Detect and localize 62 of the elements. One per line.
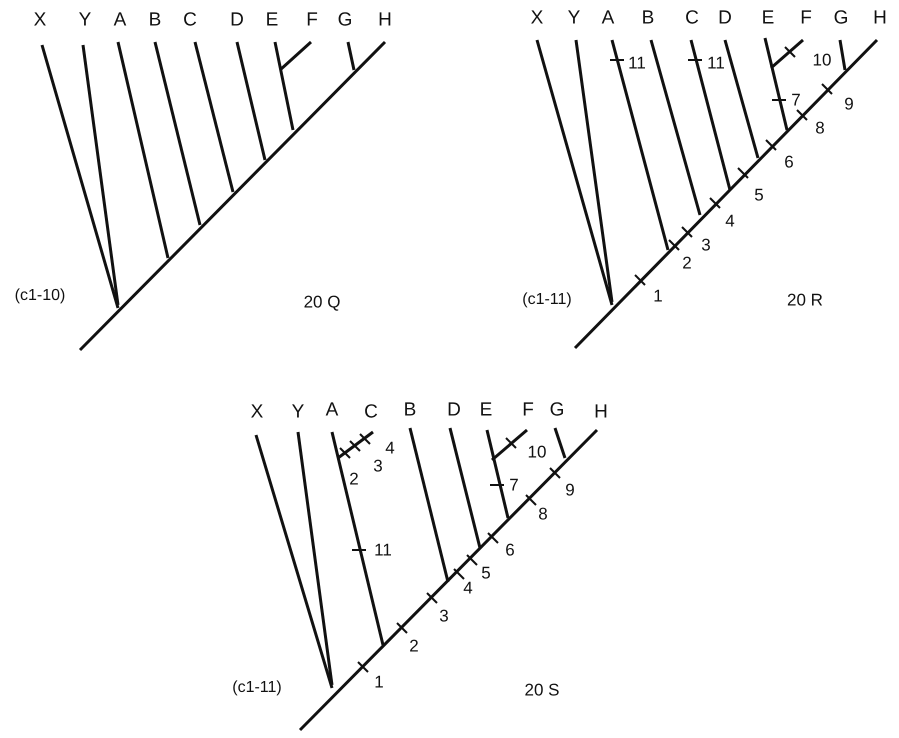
taxon-label: B: [642, 8, 654, 28]
taxon-label: X: [34, 10, 46, 30]
character-range: (c1-11): [232, 680, 282, 696]
taxon-label: B: [148, 10, 162, 30]
character-number: 7: [509, 476, 519, 494]
character-number: 2: [682, 254, 692, 272]
character-number: 9: [844, 96, 854, 112]
taxon-label: G: [338, 10, 352, 30]
character-number: 2: [349, 470, 359, 488]
taxon-label: B: [404, 400, 416, 420]
taxon-label: D: [718, 8, 732, 28]
taxon-label: E: [480, 400, 492, 420]
taxon-label: E: [762, 8, 774, 28]
character-number: 9: [565, 482, 575, 498]
taxon-label: G: [834, 8, 848, 28]
character-range: (c1-10): [14, 288, 66, 304]
character-number: 8: [538, 506, 548, 522]
taxon-label: G: [550, 400, 564, 420]
taxon-label: X: [250, 402, 264, 422]
character-number: 4: [725, 212, 735, 230]
figure-label: 20 Q: [304, 294, 340, 310]
taxon-label: H: [873, 8, 887, 28]
taxon-label: A: [326, 400, 338, 420]
taxon-label: E: [266, 10, 278, 30]
character-number: 8: [815, 120, 825, 136]
figure-label: 20 R: [787, 292, 823, 308]
character-number: 1: [653, 288, 663, 304]
character-number: 5: [754, 186, 764, 204]
character-number: 2: [409, 638, 419, 654]
taxon-label: C: [183, 10, 197, 30]
taxon-label: F: [522, 400, 534, 420]
character-number: 3: [439, 608, 449, 624]
taxon-label: C: [364, 402, 378, 422]
character-number: 4: [385, 440, 395, 456]
character-number: 3: [373, 458, 383, 474]
character-number: 6: [505, 542, 515, 558]
character-number: 10: [812, 52, 832, 68]
character-number: 11: [707, 54, 725, 72]
character-number: 5: [481, 564, 491, 582]
taxon-label: H: [594, 402, 608, 422]
taxon-label: Y: [292, 402, 304, 422]
character-number: 11: [628, 54, 646, 72]
taxon-label: C: [685, 8, 699, 28]
taxon-label: Y: [78, 10, 92, 30]
taxon-label: A: [114, 10, 126, 30]
taxon-label: Y: [568, 8, 580, 28]
character-number: 7: [791, 92, 801, 108]
taxon-label: F: [800, 8, 812, 28]
taxon-label: X: [530, 8, 544, 28]
character-number: 1: [374, 674, 384, 690]
character-number: 10: [528, 444, 546, 460]
character-number: 11: [374, 542, 392, 558]
taxon-label: H: [378, 10, 392, 30]
figure-label: 20 S: [524, 682, 560, 698]
taxon-label: D: [230, 10, 244, 30]
character-number: 3: [701, 236, 711, 254]
taxon-label: F: [306, 10, 318, 30]
character-number: 4: [463, 580, 473, 596]
taxon-label: A: [602, 8, 614, 28]
character-range: (c1-11): [522, 292, 572, 308]
character-number: 6: [784, 154, 794, 170]
taxon-label: D: [447, 400, 461, 420]
